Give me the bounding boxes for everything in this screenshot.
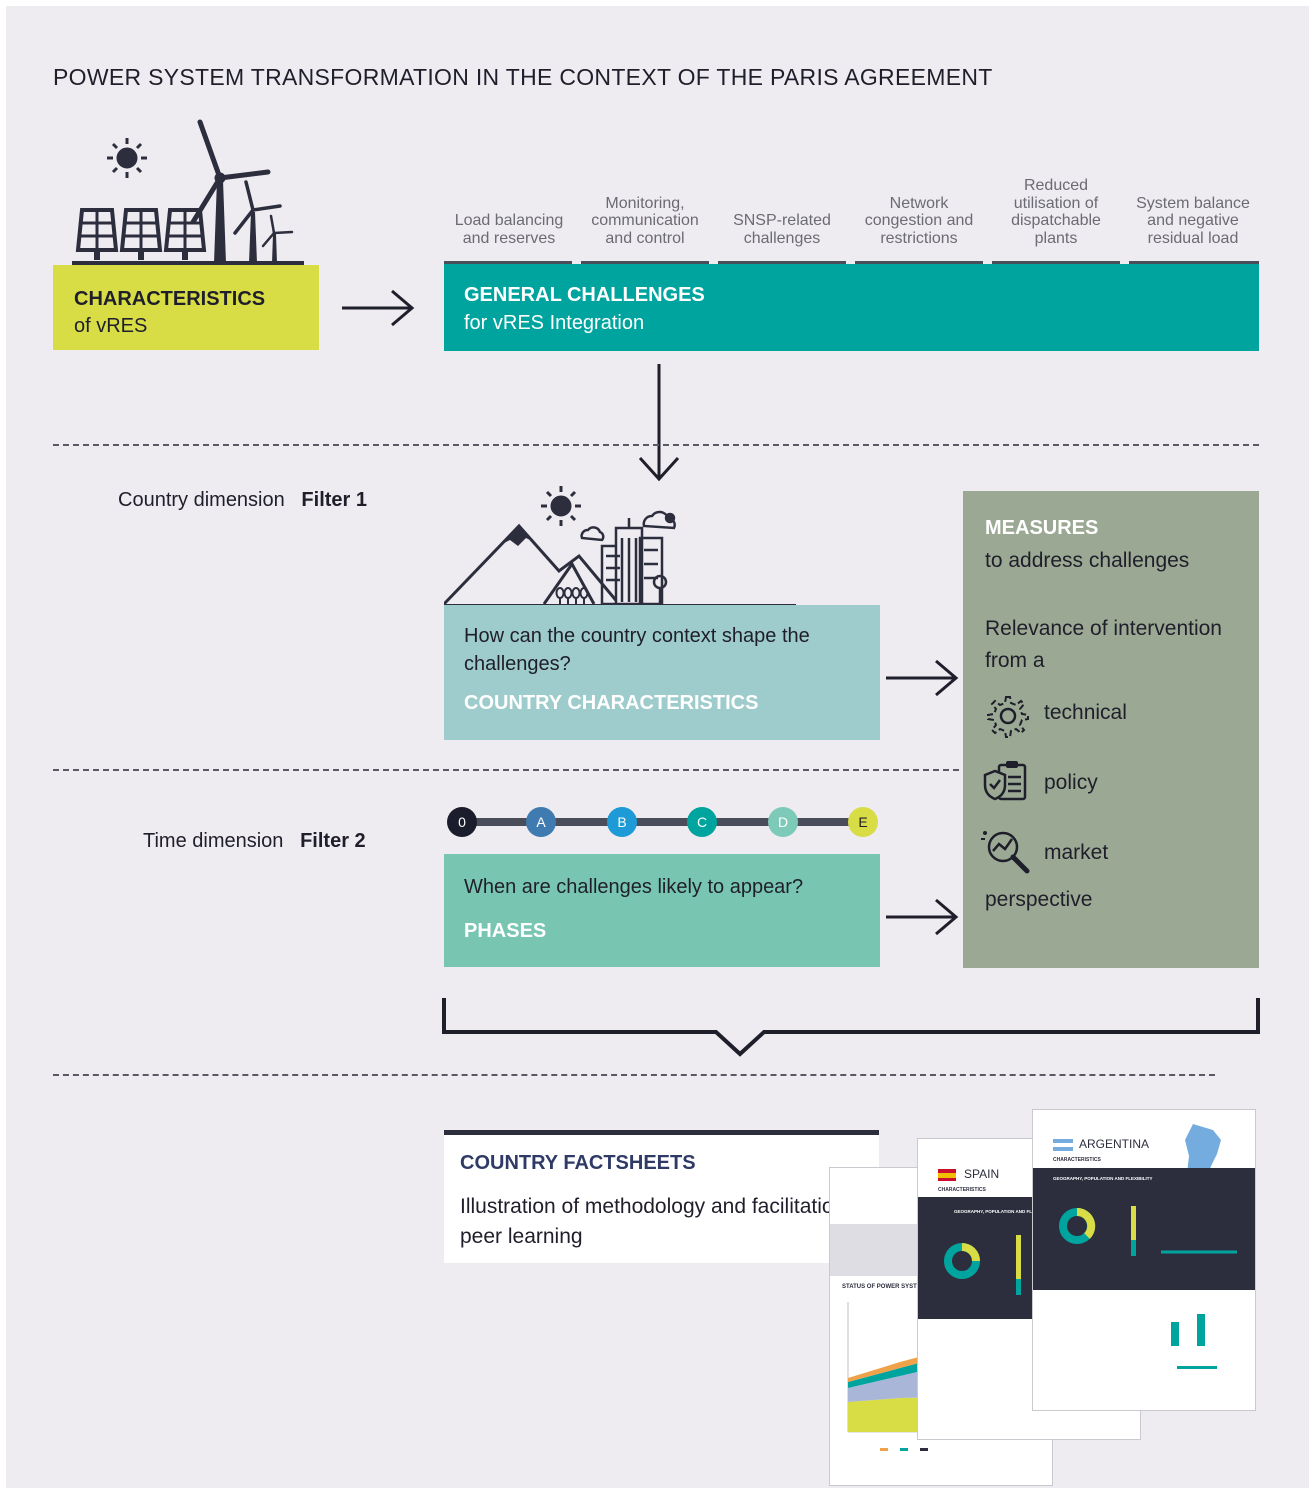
market-analysis-icon xyxy=(981,831,1030,874)
infographic: POWER SYSTEM TRANSFORMATION IN THE CONTE… xyxy=(6,6,1309,1488)
measure-policy: policy xyxy=(1044,771,1098,794)
measures-subheading: to address challenges xyxy=(985,549,1190,572)
factsheets-text: Illustration of methodology and facilita… xyxy=(460,1195,869,1248)
phase-timeline-line xyxy=(458,818,870,826)
phase-node-b: B xyxy=(607,807,637,837)
city-buildings-icon xyxy=(600,518,668,606)
phases-question: When are challenges likely to appear? xyxy=(464,876,804,898)
phase-node-d: D xyxy=(768,807,798,837)
sun-icon xyxy=(541,486,581,526)
phase-node-0: 0 xyxy=(447,807,477,837)
filter2-label: Time dimension Filter 2 xyxy=(143,830,366,852)
argentina-section: CHARACTERISTICS xyxy=(1053,1157,1101,1163)
measures-perspective: perspective xyxy=(985,888,1093,911)
trees-icon xyxy=(555,587,589,604)
phase-node-a: A xyxy=(526,807,556,837)
factsheets-top-bar xyxy=(444,1130,879,1135)
general-challenges-subheading: for vRES Integration xyxy=(464,312,645,334)
clouds-icon xyxy=(580,510,676,542)
measure-market: market xyxy=(1044,841,1109,864)
phase-node-e: E xyxy=(848,807,878,837)
general-challenges-box: GENERAL CHALLENGES for vRES Integration xyxy=(444,264,1259,351)
right-arrow-icon xyxy=(886,659,959,697)
country-characteristics-box: How can the country context shape the ch… xyxy=(444,605,880,740)
measures-heading: MEASURES xyxy=(985,517,1099,539)
measures-relevance: Relevance of intervention from a xyxy=(985,617,1222,672)
back-status-heading: STATUS OF POWER SYSTEM xyxy=(842,1284,926,1290)
challenge-divider xyxy=(855,261,983,266)
measures-box: MEASURES to address challenges Relevance… xyxy=(963,491,1259,968)
challenge-divider xyxy=(718,261,846,266)
challenge-label: Monitoring, communication and control xyxy=(591,194,699,247)
section-divider xyxy=(53,769,959,771)
phase-node-c: C xyxy=(687,807,717,837)
section-divider xyxy=(53,444,1259,446)
phases-box: When are challenges likely to appear? PH… xyxy=(444,854,880,967)
country-question: How can the country context shape the ch… xyxy=(464,625,810,675)
argentina-charts-thumbnail xyxy=(1059,1206,1237,1369)
argentina-band: GEOGRAPHY, POPULATION AND FLEXIBILITY xyxy=(1053,1176,1153,1181)
factsheet-argentina: ARGENTINA CHARACTERISTICS GEOGRAPHY, POP… xyxy=(1033,1110,1255,1410)
phases-heading: PHASES xyxy=(464,920,547,942)
challenge-label: System balance and negative residual loa… xyxy=(1136,194,1250,247)
challenge-label: SNSP-related challenges xyxy=(733,212,831,247)
challenge-divider xyxy=(444,261,572,266)
right-arrow-icon xyxy=(886,898,959,936)
country-factsheets-box: COUNTRY FACTSHEETS Illustration of metho… xyxy=(444,1130,879,1263)
measure-technical: technical xyxy=(1044,701,1127,724)
characteristics-heading: CHARACTERISTICS xyxy=(74,288,266,310)
section-divider xyxy=(53,1074,1215,1076)
policy-clipboard-icon xyxy=(983,761,1027,801)
filter1-label: Country dimension Filter 1 xyxy=(118,489,367,511)
spain-title: SPAIN xyxy=(964,1167,1000,1181)
mountains-city-illustration xyxy=(444,486,796,608)
ground-line xyxy=(72,261,304,265)
challenge-divider xyxy=(992,261,1120,266)
challenge-label: Network congestion and restrictions xyxy=(864,194,974,247)
challenge-label: Reduced utilisation of dispatchable plan… xyxy=(1011,177,1101,247)
sun-icon xyxy=(107,138,147,178)
characteristics-subheading: of vRES xyxy=(74,315,148,337)
spain-section: CHARACTERISTICS xyxy=(938,1187,986,1193)
spain-donut-thumbnail xyxy=(944,1235,1021,1295)
down-arrow-icon xyxy=(638,364,680,482)
argentina-title: ARGENTINA xyxy=(1079,1137,1150,1151)
spain-band: GEOGRAPHY, POPULATION AND FLEXIBILITY xyxy=(954,1209,1054,1214)
right-arrow-icon xyxy=(342,289,415,327)
wind-turbine-icon xyxy=(190,119,294,263)
factsheets-heading: COUNTRY FACTSHEETS xyxy=(460,1152,696,1174)
bracket-connector xyxy=(442,998,1260,1057)
page-title: POWER SYSTEM TRANSFORMATION IN THE CONTE… xyxy=(53,64,993,90)
challenge-label: Load balancing and reserves xyxy=(454,212,564,247)
general-challenges-heading: GENERAL CHALLENGES xyxy=(464,284,705,306)
challenge-divider xyxy=(581,261,709,266)
solar-wind-illustration xyxy=(72,119,304,265)
country-heading: COUNTRY CHARACTERISTICS xyxy=(464,692,759,714)
challenge-divider xyxy=(1129,261,1259,266)
characteristics-box: CHARACTERISTICS of vRES xyxy=(53,265,319,350)
solar-panels-icon xyxy=(75,208,207,260)
gear-icon xyxy=(987,696,1029,738)
